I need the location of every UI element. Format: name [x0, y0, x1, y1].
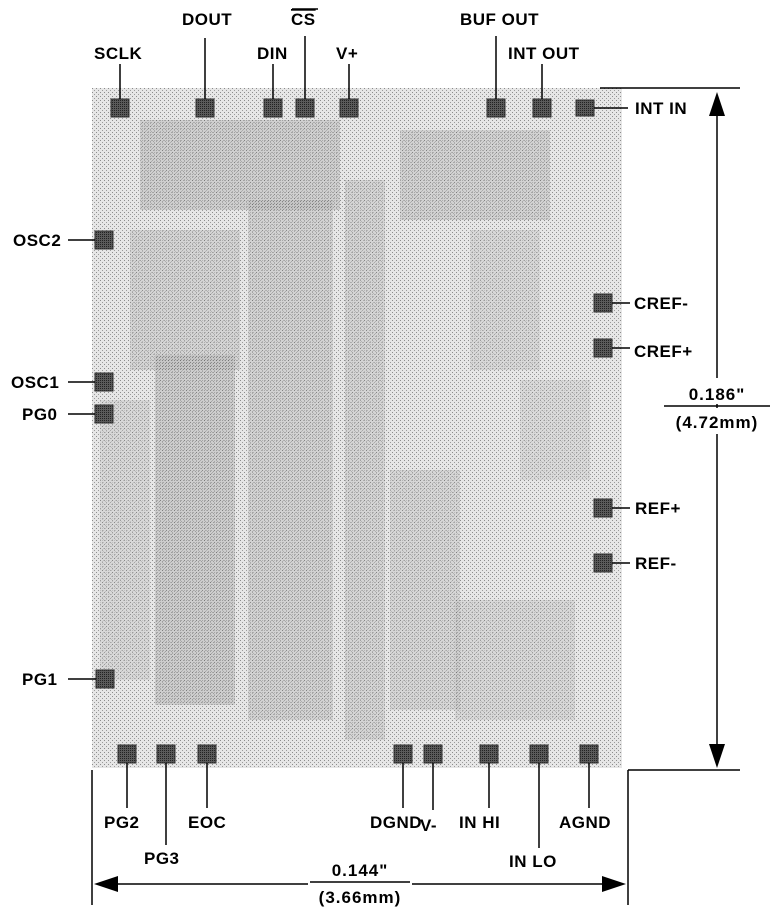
label-agnd: AGND: [559, 813, 611, 832]
label-dgnd: DGND: [370, 813, 422, 832]
label-osc2: OSC2: [13, 231, 61, 250]
pad-cref-plus: [593, 338, 613, 358]
pad-ref-minus: [593, 553, 613, 573]
pad-osc2: [94, 230, 114, 250]
arrow-up-icon: [709, 92, 725, 116]
pad-eoc: [197, 744, 217, 764]
pad-in-hi: [479, 744, 499, 764]
pad-agnd: [579, 744, 599, 764]
pad-cref-minus: [593, 293, 613, 313]
pad-vplus: [339, 98, 359, 118]
pad-sclk: [110, 98, 130, 118]
label-vminus: V-: [420, 816, 437, 835]
pad-vminus: [423, 744, 443, 764]
label-pg1: PG1: [22, 670, 58, 689]
die: [92, 88, 622, 768]
pad-pg3: [156, 744, 176, 764]
pad-ref-plus: [593, 498, 613, 518]
bond-pads: [94, 98, 613, 764]
pad-in-lo: [529, 744, 549, 764]
label-cs: CS: [291, 10, 316, 29]
label-ref-minus: REF-: [635, 554, 677, 573]
circuit-block: [520, 380, 590, 480]
circuit-block: [390, 470, 460, 710]
leader-lines: [68, 36, 630, 848]
circuit-block: [100, 400, 150, 680]
height-mm: (4.72mm): [676, 413, 759, 432]
pad-dout: [195, 98, 215, 118]
width-inches: 0.144": [332, 861, 389, 880]
label-vplus: V+: [336, 44, 358, 63]
label-buf-out: BUF OUT: [460, 10, 539, 29]
pad-buf-out: [486, 98, 506, 118]
label-int-out: INT OUT: [508, 44, 580, 63]
label-ref-plus: REF+: [635, 499, 681, 518]
pad-cs: [295, 98, 315, 118]
arrow-right-icon: [602, 876, 626, 892]
pad-dgnd: [393, 744, 413, 764]
label-pg2: PG2: [104, 813, 140, 832]
circuit-block: [470, 230, 540, 370]
height-inches: 0.186": [689, 385, 746, 404]
label-cref-plus: CREF+: [634, 342, 693, 361]
label-in-hi: IN HI: [459, 813, 500, 832]
height-dimension: [600, 87, 771, 771]
label-osc1: OSC1: [11, 373, 59, 392]
label-in-lo: IN LO: [509, 852, 557, 871]
label-dout: DOUT: [182, 10, 232, 29]
label-pg0: PG0: [22, 405, 58, 424]
circuit-block: [345, 180, 385, 740]
width-dimension: [91, 770, 629, 905]
label-pg3: PG3: [144, 849, 180, 868]
circuit-block: [130, 230, 240, 370]
circuit-block: [400, 130, 550, 220]
pad-osc1: [94, 372, 114, 392]
pad-pg2: [117, 744, 137, 764]
arrow-left-icon: [94, 876, 118, 892]
width-mm: (3.66mm): [319, 888, 402, 907]
arrow-down-icon: [709, 744, 725, 768]
pad-din: [263, 98, 283, 118]
label-eoc: EOC: [188, 813, 226, 832]
label-cref-minus: CREF-: [634, 294, 688, 313]
pad-int-out: [532, 98, 552, 118]
pad-pg0: [94, 404, 114, 424]
label-din: DIN: [257, 44, 288, 63]
circuit-block: [455, 600, 575, 720]
pad-int-in: [575, 99, 595, 117]
circuit-block: [155, 355, 235, 705]
pin-labels: SCLK DOUT DIN CS V+ BUF OUT INT OUT INT …: [11, 8, 693, 871]
label-int-in: INT IN: [635, 99, 687, 118]
label-sclk: SCLK: [94, 44, 143, 63]
circuit-block: [140, 120, 340, 210]
pad-pg1: [95, 669, 115, 689]
circuit-block: [248, 200, 333, 720]
